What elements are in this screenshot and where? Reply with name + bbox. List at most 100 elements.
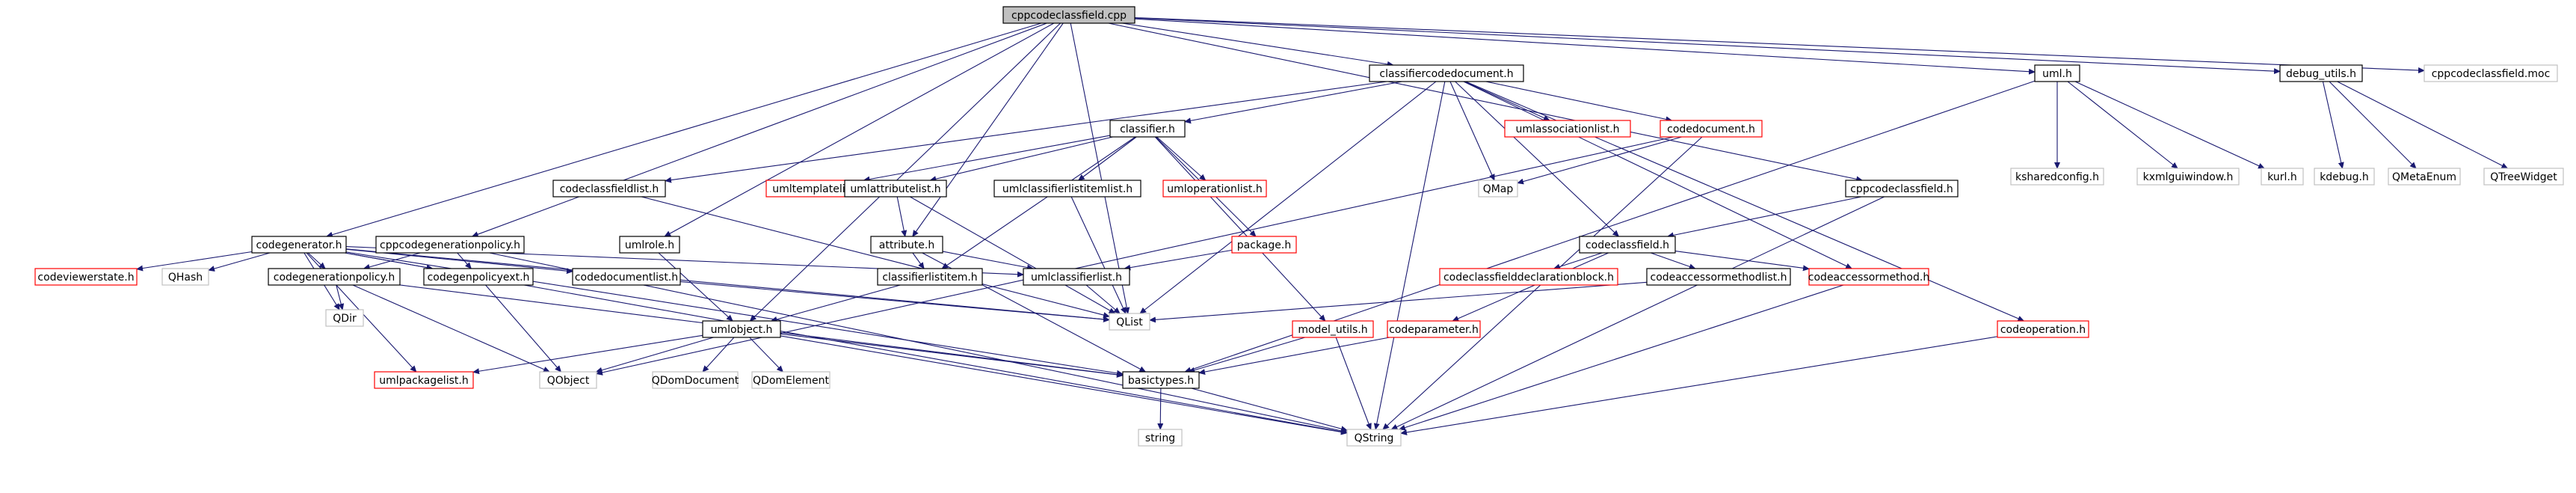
- node-box: [1504, 120, 1631, 138]
- edge-umlobject_h-to-QObject: [595, 337, 714, 373]
- node-label: codedocumentlist.h: [575, 272, 678, 284]
- edge-cppcodeclassfield_cpp-to-debug_utils_h: [1134, 17, 2281, 75]
- edge-umlrole_h-to-umlobject_h: [658, 252, 733, 322]
- node-label: basictypes.h: [1128, 375, 1194, 387]
- node-label: codegenpolicyext.h: [428, 272, 530, 284]
- node-cppcodeclassfield-h[interactable]: cppcodeclassfield.h: [1845, 180, 1959, 197]
- node-kdebug-h: kdebug.h: [2314, 168, 2375, 186]
- edge-model_utils_h-to-QString: [1335, 337, 1372, 430]
- node-codegenpolicyext-h[interactable]: codegenpolicyext.h: [423, 268, 534, 286]
- edge-umlclassifierlist_h-to-QList: [1085, 284, 1121, 314]
- node-box: [1997, 320, 2089, 338]
- node-box: [2010, 168, 2104, 186]
- edge-debug_utils_h-to-QTreeWidget: [2337, 81, 2509, 169]
- node-box: [1660, 120, 1763, 138]
- node-attribute-h[interactable]: attribute.h: [870, 236, 943, 254]
- edge-codeclassfield_h-to-codeparameter_h: [1452, 252, 1609, 322]
- node-label: codegenerator.h: [256, 239, 342, 251]
- node-cppcodegenerationpolicy-h[interactable]: cppcodegenerationpolicy.h: [375, 236, 525, 254]
- edge-debug_utils_h-to-QMetaEnum: [2329, 81, 2417, 169]
- node-label: QTreeWidget: [2490, 171, 2557, 183]
- node-umlclassifierlistitemlist-h[interactable]: umlclassifierlistitemlist.h: [993, 180, 1141, 197]
- edge-classifier_h-to-umlattributelist_h: [929, 136, 1113, 183]
- edge-codeclassfield_h-to-codeaccessormethod_h: [1674, 250, 1810, 272]
- node-classifier-h[interactable]: classifier.h: [1109, 120, 1186, 138]
- edge-codegenerator_h-to-codeviewerstate_h: [136, 251, 253, 272]
- node-box: [619, 236, 680, 254]
- edge-codeclassfieldlist_h-to-QList: [641, 196, 1110, 318]
- node-umlpackagelist-h[interactable]: umlpackagelist.h: [374, 371, 474, 389]
- node-codeclassfieldlist-h[interactable]: codeclassfieldlist.h: [552, 180, 666, 197]
- node-umlrole-h[interactable]: umlrole.h: [619, 236, 680, 254]
- node-box: [652, 371, 739, 389]
- node-label: cppcodeclassfield.h: [1850, 183, 1953, 195]
- node-label: codeaccessormethod.h: [1808, 272, 1929, 284]
- node-box: [1845, 180, 1959, 197]
- node-box: [1122, 371, 1200, 389]
- node-codegenerator-h[interactable]: codegenerator.h: [251, 236, 347, 254]
- node-basictypes-h[interactable]: basictypes.h: [1122, 371, 1200, 389]
- node-label: umloperationlist.h: [1167, 183, 1263, 195]
- node-model-utils-h[interactable]: model_utils.h: [1292, 320, 1374, 338]
- node-label: string: [1145, 432, 1175, 444]
- node-codeoperation-h[interactable]: codeoperation.h: [1997, 320, 2089, 338]
- node-label: umlobject.h: [711, 324, 773, 336]
- node-codeviewerstate-h[interactable]: codeviewerstate.h: [34, 268, 138, 286]
- node-ksharedconfig-h: ksharedconfig.h: [2010, 168, 2104, 186]
- node-codedocument-h[interactable]: codedocument.h: [1660, 120, 1763, 138]
- edge-basictypes_h-to-QString: [1191, 388, 1348, 432]
- node-kxmlguiwindow-h: kxmlguiwindow.h: [2136, 168, 2240, 186]
- node-box: [1369, 64, 1524, 82]
- node-label: classifierlistitem.h: [882, 272, 977, 284]
- node-codeaccessormethod-h[interactable]: codeaccessormethod.h: [1808, 268, 1929, 286]
- edge-classifiercodedocument_h-to-codedocument_h: [1485, 81, 1673, 123]
- node-umlattributelist-h[interactable]: umlattributelist.h: [844, 180, 947, 197]
- node-box: [1439, 268, 1618, 286]
- node-cppcodeclassfield-cpp[interactable]: cppcodeclassfield.cpp: [1002, 6, 1136, 24]
- node-package-h[interactable]: package.h: [1231, 236, 1297, 254]
- node-box: [251, 236, 347, 254]
- node-label: codegenerationpolicy.h: [274, 272, 395, 284]
- node-label: ksharedconfig.h: [2015, 171, 2099, 183]
- edge-codedocumentlist_h-to-QList: [680, 281, 1110, 322]
- edge-cppcodeclassfield_cpp-to-cppcodeclassfield_moc: [1134, 17, 2425, 74]
- edge-uml_h-to-kurl_h: [2074, 81, 2265, 169]
- node-classifierlistitem-h[interactable]: classifierlistitem.h: [877, 268, 983, 286]
- edge-codedocument_h-to-QMap: [1517, 136, 1682, 185]
- node-umlobject-h[interactable]: umlobject.h: [702, 320, 781, 338]
- node-codeclassfielddeclarationblock-h[interactable]: codeclassfielddeclarationblock.h: [1439, 268, 1618, 286]
- node-codeclassfield-h[interactable]: codeclassfield.h: [1579, 236, 1676, 254]
- edge-classifiercodedocument_h-to-codeaccessormethod_h: [1463, 81, 1853, 269]
- node-label: umlattributelist.h: [850, 183, 940, 195]
- node-umlclassifierlist-h[interactable]: umlclassifierlist.h: [1023, 268, 1130, 286]
- node-codedocumentlist-h[interactable]: codedocumentlist.h: [572, 268, 681, 286]
- node-codeaccessormethodlist-h[interactable]: codeaccessormethodlist.h: [1646, 268, 1791, 286]
- node-debug-utils-h[interactable]: debug_utils.h: [2279, 64, 2363, 82]
- node-label: kdebug.h: [2320, 171, 2369, 183]
- node-classifiercodedocument-h[interactable]: classifiercodedocument.h: [1369, 64, 1524, 82]
- edge-package_h-to-umlclassifierlist_h: [1124, 249, 1233, 271]
- node-box: [1162, 180, 1267, 197]
- node-umloperationlist-h[interactable]: umloperationlist.h: [1162, 180, 1267, 197]
- node-uml-h[interactable]: uml.h: [2034, 64, 2080, 82]
- node-box: [870, 236, 943, 254]
- node-QDomDocument: QDomDocument: [652, 371, 739, 389]
- edge-umlobject_h-to-basictypes_h: [780, 333, 1124, 378]
- node-label: QList: [1116, 316, 1143, 328]
- node-box: [1023, 268, 1130, 286]
- node-codeparameter-h[interactable]: codeparameter.h: [1387, 320, 1481, 338]
- edge-classifier_h-to-umlclassifierlistitemlist_h: [1077, 136, 1137, 181]
- node-codegenerationpolicy-h[interactable]: codegenerationpolicy.h: [268, 268, 401, 286]
- edge-classifiercodedocument_h-to-codeclassfieldlist_h: [665, 81, 1387, 183]
- edge-classifier_h-to-umltemplatelist_h: [863, 135, 1111, 183]
- node-label: QHash: [168, 272, 203, 284]
- edge-codegenerator_h-to-codegenerationpolicy_h: [307, 252, 326, 269]
- edge-codegenerator_h-to-QList: [345, 248, 1110, 322]
- edge-attribute_h-to-classifierlistitem_h: [912, 252, 925, 269]
- edge-model_utils_h-to-basictypes_h: [1188, 337, 1305, 373]
- node-umlassociationlist-h[interactable]: umlassociationlist.h: [1504, 120, 1631, 138]
- node-box: [1808, 268, 1929, 286]
- node-QMap: QMap: [1478, 180, 1518, 197]
- edge-classifier_h-to-model_utils_h: [1154, 136, 1326, 322]
- node-QObject: QObject: [539, 371, 597, 389]
